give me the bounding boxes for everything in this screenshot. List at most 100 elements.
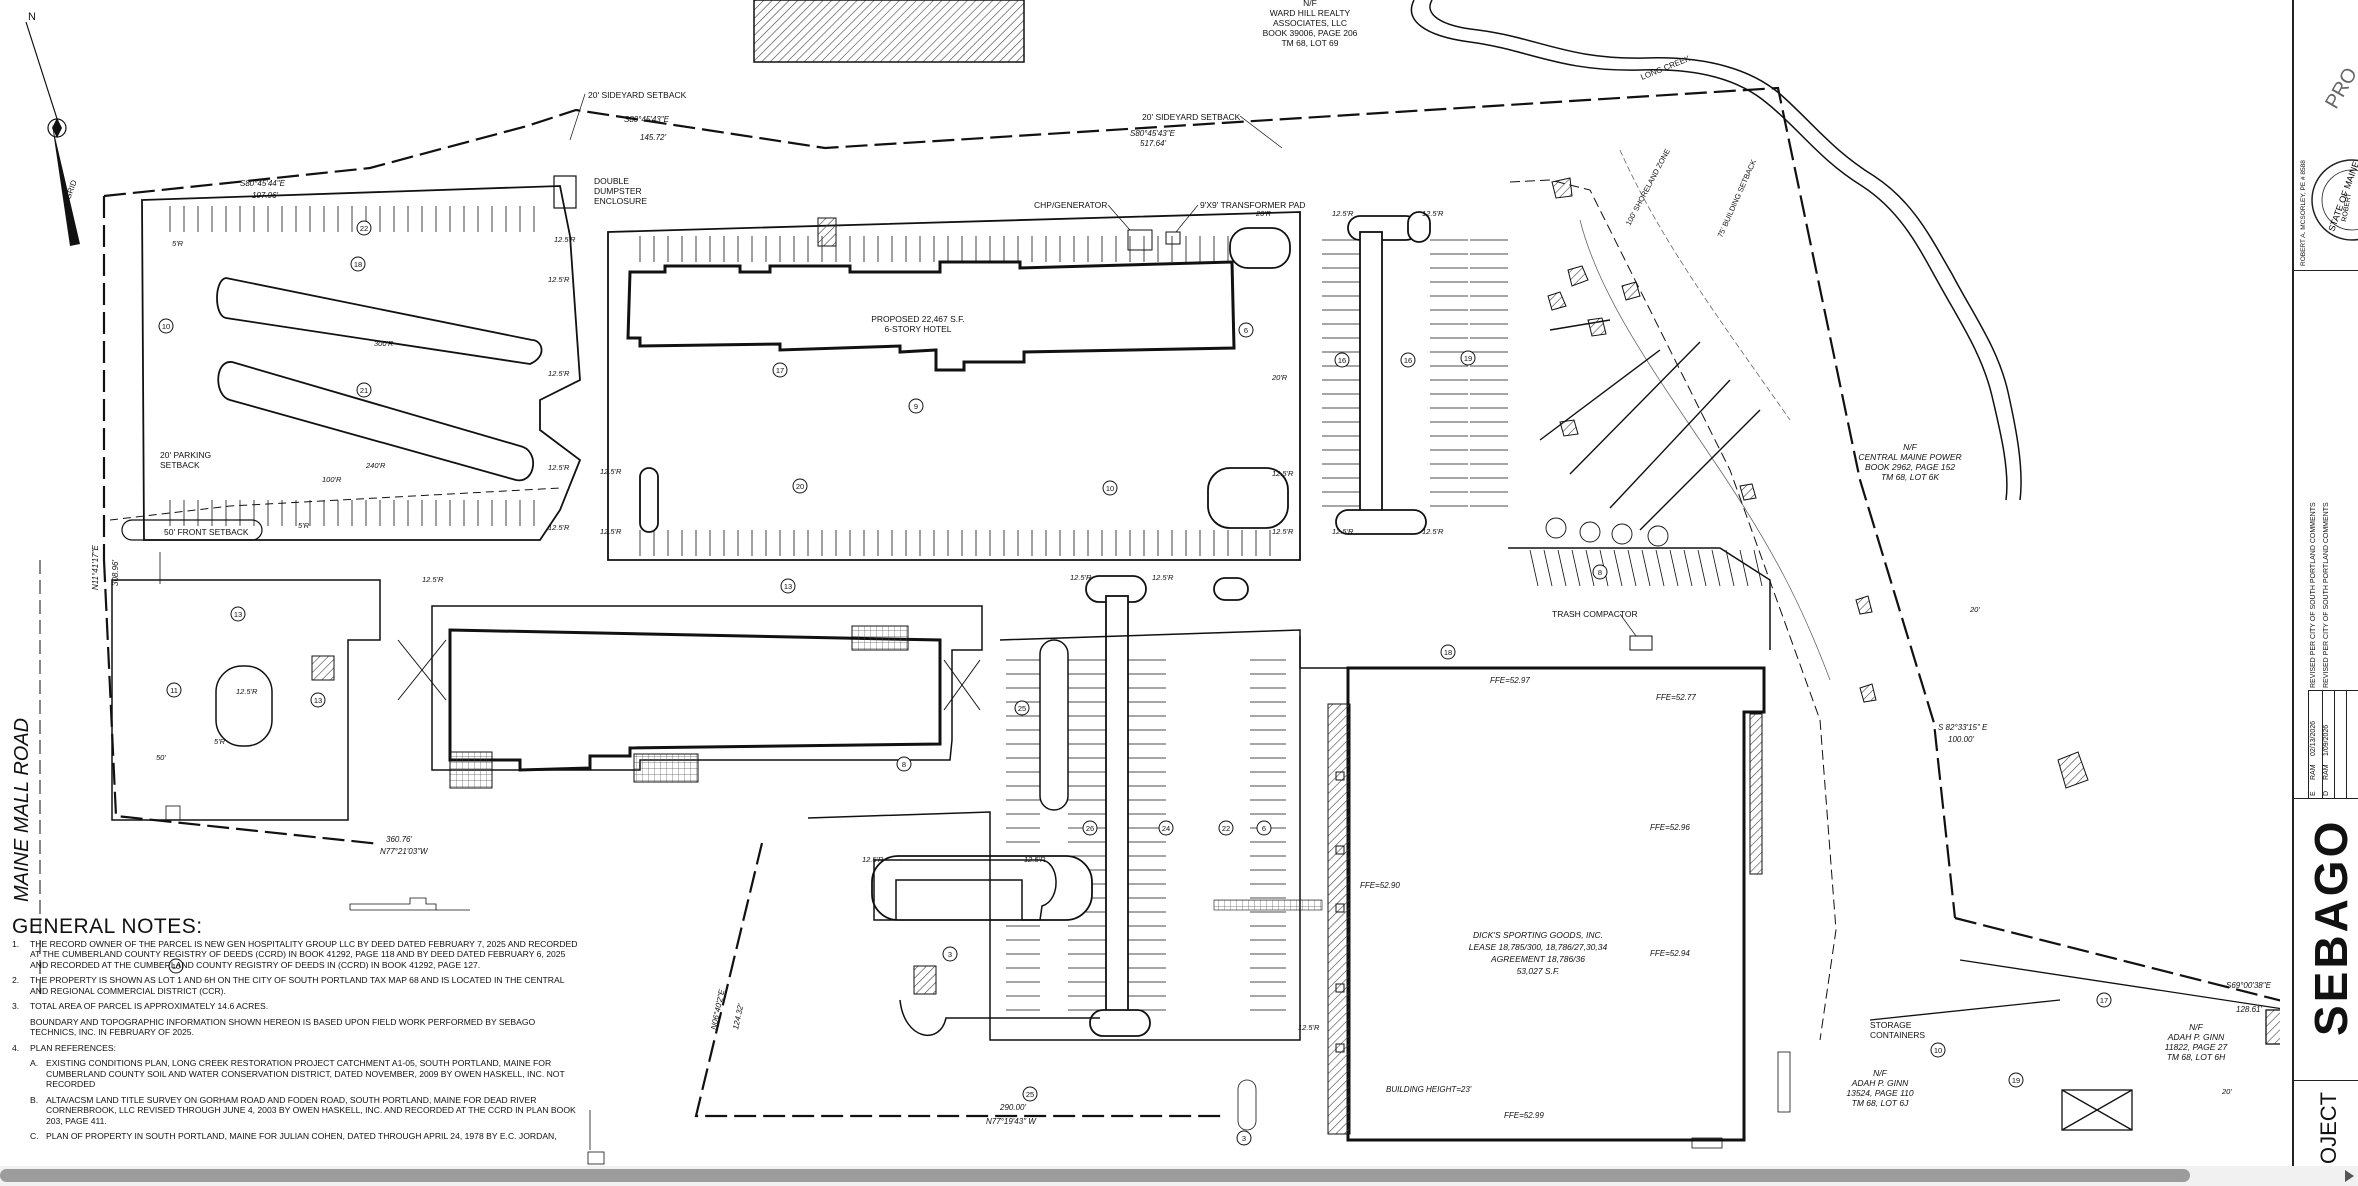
stall-count-circle — [1592, 564, 1608, 580]
bearings: S80°45'44"E 197.96' S80°45'43"E 145.72' … — [91, 115, 2272, 1126]
rev-d-date: 1/09/2026 — [2323, 724, 2330, 756]
stall-count-circle — [310, 692, 326, 708]
svg-text:145.72': 145.72' — [640, 133, 666, 142]
owner-ginn2-label: N/F ADAH P. GINN 13524, PAGE 110 TM 68, … — [1846, 1068, 1914, 1108]
svg-text:517.64': 517.64' — [1140, 139, 1166, 148]
hotel-label-2: 6-STORY HOTEL — [884, 324, 951, 334]
stall-count-circle — [2096, 992, 2112, 1008]
chp-label: CHP/GENERATOR — [1034, 200, 1107, 210]
transformer-pad — [1165, 231, 1181, 245]
dumpster-label-1: DOUBLE — [594, 176, 629, 186]
store-label-3: AGREEMENT 18,786/36 — [1490, 954, 1585, 964]
svg-text:12.5'R: 12.5'R — [1332, 209, 1354, 218]
stall-count-circle — [1334, 352, 1350, 368]
stall-count-circle — [942, 946, 958, 962]
stall-count-circle — [1158, 820, 1174, 836]
retail-building — [311, 605, 983, 789]
stall-count-label: 18 — [1444, 648, 1452, 657]
rev-e-by: RAM — [2310, 764, 2317, 780]
svg-text:TM 68, LOT 6H: TM 68, LOT 6H — [2167, 1052, 2226, 1062]
plan-reference-text: PLAN OF PROPERTY IN SOUTH PORTLAND, MAIN… — [46, 1131, 557, 1141]
general-note-item: 2.THE PROPERTY IS SHOWN AS LOT 1 AND 6H … — [12, 975, 582, 996]
stall-count-label: 25 — [1026, 1090, 1034, 1099]
svg-text:12.5'R: 12.5'R — [548, 275, 570, 284]
svg-text:308.96': 308.96' — [111, 560, 120, 586]
project-cell: OJECT — [2294, 1080, 2358, 1166]
svg-text:S80°45'43"E: S80°45'43"E — [1130, 129, 1176, 138]
svg-text:S80°45'44"E: S80°45'44"E — [240, 179, 286, 188]
firm-logo: SEBAGO — [2305, 818, 2357, 1036]
plan-reference-text: EXISTING CONDITIONS PLAN, LONG CREEK RES… — [46, 1058, 565, 1089]
project-label: OJECT — [2316, 1091, 2341, 1164]
stall-count-label: 10 — [162, 322, 170, 331]
svg-text:N77°21'03"W: N77°21'03"W — [380, 847, 429, 856]
storage-label-1: STORAGE — [1870, 1020, 1912, 1030]
rev-e-desc: REVISED PER CITY OF SOUTH PORTLAND COMME… — [2310, 502, 2317, 688]
property-boundary — [102, 86, 2280, 1118]
svg-text:12.5'R: 12.5'R — [548, 463, 570, 472]
parking-setback-label-1: 20' PARKING — [160, 450, 211, 460]
general-note-text: TOTAL AREA OF PARCEL IS APPROXIMATELY 14… — [30, 1001, 269, 1011]
svg-text:12.5'R: 12.5'R — [1152, 573, 1174, 582]
general-notes: GENERAL NOTES: 1.THE RECORD OWNER OF THE… — [12, 916, 582, 1147]
svg-text:12.5'R: 12.5'R — [1272, 527, 1294, 536]
neighbor-building — [753, 0, 1025, 63]
parking-lot-south — [807, 629, 1301, 1041]
horizontal-scrollbar[interactable] — [0, 1166, 2358, 1186]
stall-count-circle — [1082, 820, 1098, 836]
stall-count-circle — [230, 606, 246, 622]
svg-text:12.5'R: 12.5'R — [422, 575, 444, 584]
stall-count-circle — [2008, 1072, 2024, 1088]
stall-count-circle — [1236, 1130, 1252, 1146]
stall-count-circle — [1440, 644, 1456, 660]
hotel-label-1: PROPOSED 22,467 S.F. — [871, 314, 965, 324]
store-label-4: 53,027 S.F. — [1517, 966, 1560, 976]
svg-text:S69°00'38"E: S69°00'38"E — [2226, 981, 2272, 990]
svg-text:12.5'R: 12.5'R — [1272, 469, 1294, 478]
stall-count-label: 10 — [1934, 1046, 1942, 1055]
hotel-building: PROPOSED 22,467 S.F. 6-STORY HOTEL — [626, 260, 1236, 372]
scroll-right-arrow-icon[interactable] — [2345, 1170, 2354, 1182]
stall-count-circle — [772, 362, 788, 378]
svg-text:100'R: 100'R — [322, 475, 342, 484]
dumpster-label-3: ENCLOSURE — [594, 196, 647, 206]
scrollbar-thumb[interactable] — [0, 1169, 2190, 1182]
plan-reference-text: ALTA/ACSM LAND TITLE SURVEY ON GORHAM RO… — [46, 1094, 576, 1126]
parking-lot-southwest — [111, 579, 381, 821]
stall-count-label: 3 — [1242, 1134, 1246, 1143]
svg-text:S 82°33'15" E: S 82°33'15" E — [1938, 723, 1988, 732]
stall-count-label: 10 — [172, 962, 180, 971]
ffe-1: FFE=52.97 — [1490, 676, 1530, 685]
svg-text:300'R: 300'R — [374, 339, 394, 348]
stall-count-label: 16 — [1404, 356, 1412, 365]
stall-count-label: 22 — [360, 224, 368, 233]
stall-count-label: 6 — [1262, 824, 1266, 833]
svg-text:12.5'R: 12.5'R — [236, 687, 258, 696]
general-note-number — [12, 1017, 30, 1038]
owner-ginn-label: N/F ADAH P. GINN 11822, PAGE 27 TM 68, L… — [2165, 1022, 2228, 1062]
rev-d-letter: D — [2323, 790, 2330, 796]
svg-text:20'R: 20'R — [1271, 373, 1288, 382]
general-note-number: 4. — [12, 1042, 20, 1053]
owner-cmp-label: N/F CENTRAL MAINE POWER BOOK 2962, PAGE … — [1858, 442, 1961, 482]
title-block: STATE OF MAINE ROBERT PRO ROBERT A. MCSO… — [2292, 0, 2358, 1166]
transformer-label: 9'X9' TRANSFORMER PAD — [1200, 200, 1305, 210]
stall-count-label: 19 — [1464, 354, 1472, 363]
svg-text:12.5'R: 12.5'R — [1422, 527, 1444, 536]
stall-count-circle — [356, 382, 372, 398]
stall-count-circle — [908, 398, 924, 414]
svg-text:20'R: 20'R — [1255, 209, 1272, 218]
parking-lot-west — [141, 185, 582, 541]
grid-label: GRID — [63, 179, 78, 201]
stall-count-label: 21 — [360, 386, 368, 395]
stall-count-circle — [780, 578, 796, 594]
svg-text:11822, PAGE 27: 11822, PAGE 27 — [2165, 1042, 2228, 1052]
stall-count-circle — [1014, 700, 1030, 716]
site-details — [159, 552, 1791, 1165]
svg-text:50': 50' — [156, 753, 166, 762]
trash-label: TRASH COMPACTOR — [1552, 609, 1638, 619]
stall-count-circle — [350, 256, 366, 272]
plan-reference-item: A.EXISTING CONDITIONS PLAN, LONG CREEK R… — [30, 1058, 582, 1090]
svg-text:240'R: 240'R — [365, 461, 386, 470]
hatched-island — [913, 965, 937, 995]
